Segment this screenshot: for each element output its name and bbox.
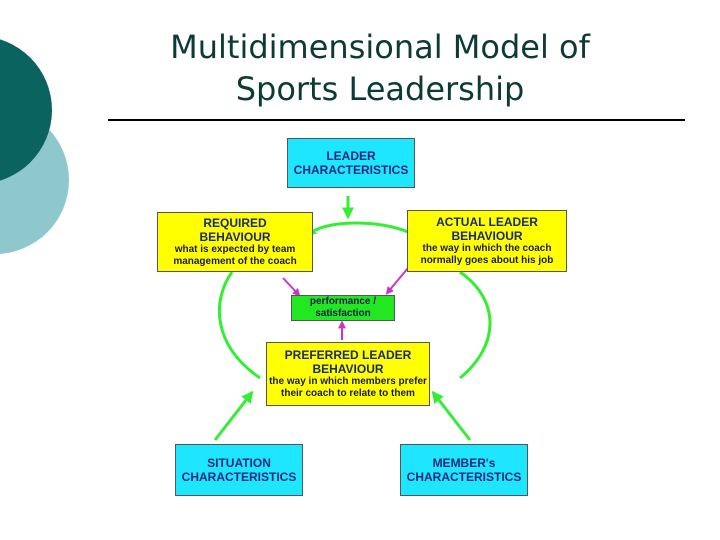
required-behaviour-box: REQUIRED BEHAVIOUR what is expected by t… [157, 212, 313, 272]
performance-satisfaction-box: performance / satisfaction [291, 295, 395, 321]
loop-top-arc [311, 221, 409, 234]
required-sub-2: management of the coach [173, 256, 297, 267]
actual-line-1: ACTUAL LEADER [436, 215, 538, 229]
arrow-member-up [431, 390, 472, 441]
situation-line-2: CHARACTERISTICS [181, 470, 297, 484]
performance-line-2: satisfaction [315, 308, 371, 319]
leader-characteristics-box: LEADER CHARACTERISTICS [287, 138, 415, 188]
actual-line-2: BEHAVIOUR [451, 229, 523, 243]
situation-characteristics-box: SITUATION CHARACTERISTICS [175, 444, 303, 496]
loop-right-arc [459, 270, 492, 380]
actual-sub-1: the way in which the coach [422, 243, 552, 254]
title-line-2: Sports Leadership [235, 70, 525, 108]
required-line-1: REQUIRED [203, 216, 267, 230]
member-line-1: MEMBER's [432, 456, 496, 470]
leader-line-1: LEADER [326, 149, 376, 163]
slide-decoration [0, 39, 69, 254]
arrow-actual-to-performance [385, 267, 409, 295]
preferred-sub-1: the way in which members prefer [269, 376, 427, 387]
title-line-1: Multidimensional Model of [170, 28, 590, 66]
loop-left-arc [217, 271, 261, 380]
arrow-required-to-performance [282, 277, 301, 297]
title-divider [108, 119, 685, 121]
preferred-line-1: PREFERRED LEADER [284, 348, 412, 362]
member-characteristics-box: MEMBER's CHARACTERISTICS [400, 444, 528, 496]
actual-leader-behaviour-box: ACTUAL LEADER BEHAVIOUR the way in which… [407, 210, 567, 272]
leader-line-2: CHARACTERISTICS [293, 163, 409, 177]
required-sub-1: what is expected by team [174, 244, 296, 255]
situation-line-1: SITUATION [207, 456, 271, 470]
preferred-leader-behaviour-box: PREFERRED LEADER BEHAVIOUR the way in wh… [266, 342, 430, 406]
page-title: Multidimensional Model of Sports Leaders… [160, 26, 600, 110]
actual-sub-2: normally goes about his job [420, 255, 554, 266]
performance-line-1: performance / [309, 296, 377, 307]
member-line-2: CHARACTERISTICS [406, 470, 522, 484]
preferred-sub-2: their coach to relate to them [281, 388, 415, 399]
arrow-situation-up [213, 390, 254, 441]
decor-circle-dark [0, 39, 52, 181]
preferred-line-2: BEHAVIOUR [312, 362, 384, 376]
required-line-2: BEHAVIOUR [199, 230, 271, 244]
